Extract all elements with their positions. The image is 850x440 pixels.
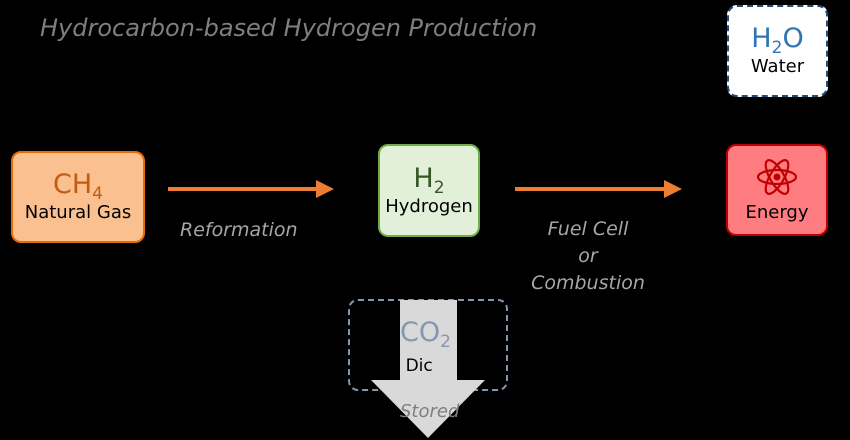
stored-arrow-head bbox=[371, 380, 485, 438]
fuel-cell-label-line1: Fuel Cell bbox=[547, 218, 629, 240]
fuel-cell-label-line3: Combustion bbox=[531, 272, 645, 294]
carbon-dioxide-formula: CO2 bbox=[400, 317, 451, 352]
hydrogen-formula: H2 bbox=[413, 162, 445, 198]
hydrogen-label: Hydrogen bbox=[385, 195, 473, 217]
stored-label: Stored bbox=[400, 401, 460, 422]
fuel-cell-label-line2: or bbox=[578, 245, 598, 267]
water-formula: H2O bbox=[751, 23, 804, 58]
water-node: H2O Water bbox=[727, 5, 828, 97]
diagram-title: Hydrocarbon-based Hydrogen Production bbox=[40, 14, 538, 42]
reformation-arrow-line bbox=[168, 187, 318, 191]
reformation-label: Reformation bbox=[180, 219, 298, 241]
energy-label: Energy bbox=[745, 202, 809, 223]
fuel-cell-label: Fuel Cell or Combustion bbox=[528, 216, 648, 297]
hydrogen-node: H2 Hydrogen bbox=[378, 144, 480, 237]
reformation-arrow-head bbox=[316, 180, 334, 198]
atom-icon bbox=[756, 159, 798, 195]
natural-gas-formula: CH4 bbox=[53, 169, 103, 204]
energy-node: Energy bbox=[726, 144, 828, 236]
stored-arrow-shaft bbox=[400, 300, 457, 380]
carbon-dioxide-label: on Dic bbox=[400, 356, 433, 376]
natural-gas-node: CH4 Natural Gas bbox=[11, 151, 145, 243]
natural-gas-label: Natural Gas bbox=[24, 202, 132, 223]
water-label: Water bbox=[750, 56, 805, 77]
fuel-cell-arrow-line bbox=[515, 187, 665, 191]
fuel-cell-arrow-head bbox=[664, 180, 682, 198]
